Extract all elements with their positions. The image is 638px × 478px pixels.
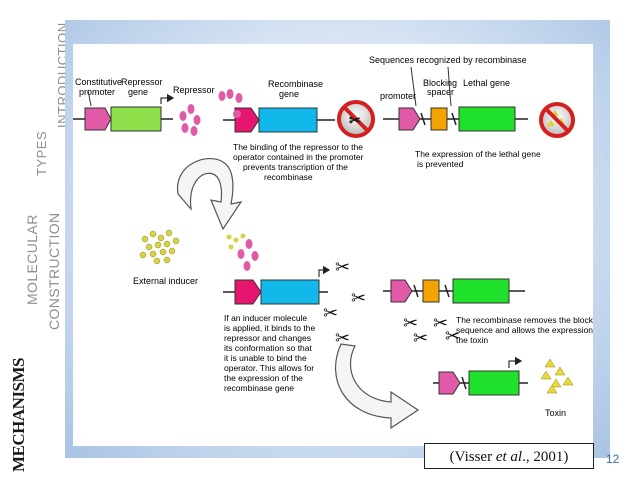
scissors-icon: ✂: [349, 112, 361, 128]
inducer-molecules: [139, 229, 180, 265]
label-promoter-2: promoter: [380, 91, 416, 101]
expression-text-1: The expression of the lethal gene: [415, 149, 541, 159]
label-repressor-gene-2: gene: [128, 87, 148, 97]
label-toxin: Toxin: [545, 408, 566, 418]
label-external-inducer: External inducer: [133, 276, 198, 286]
inducer-text-1: If an inducer molecule: [224, 313, 307, 323]
scissors-icon-7: ✂: [413, 328, 428, 348]
inducer-text-5: it is unable to bind the: [224, 353, 307, 363]
label-blocking: Blocking: [423, 78, 457, 88]
inducer-text-7: the expression of the: [224, 373, 303, 383]
nav-label-construction[interactable]: CONSTRUCTION: [46, 212, 62, 330]
label-promoter: promoter: [79, 87, 115, 97]
scissors-icon-2: ✂: [323, 303, 338, 323]
curved-arrow-top: [177, 158, 243, 231]
inducer-text-6: operator. This allows for: [224, 363, 314, 373]
bound-repressor: [233, 110, 241, 118]
scissors-icon-4: ✂: [335, 328, 350, 348]
inducer-text-3: repressor and changes: [224, 333, 311, 343]
recombinase-text-2: sequence and allows the expression of: [456, 325, 593, 335]
mechanism-diagram: Constitutive promoter Repressor gene Rep…: [73, 55, 605, 430]
nav-label-mechanisms[interactable]: MECHANISMS: [9, 357, 28, 472]
active-promoter-box: [234, 279, 262, 305]
pointer-seq-2: [447, 66, 452, 107]
repressor-molecules-2: [218, 89, 243, 103]
promoter-box-4: [438, 371, 461, 395]
label-repressor-gene-1: Repressor: [121, 77, 163, 87]
scissors-icon-8: ✂: [445, 326, 460, 346]
lethal-gene-box: [458, 106, 516, 132]
inducer-text-8: recombinase gene: [224, 383, 294, 393]
construct-bottom-right: ✂ ✂ ✂ ✂ The recombinase removes the bloc…: [383, 278, 605, 348]
recognition-site-5: [461, 376, 467, 390]
toxin-gene-box: [468, 370, 520, 396]
scissors-icon-6: ✂: [433, 313, 448, 333]
recombinase-gene-box-2: [260, 279, 320, 305]
page-number: 12: [606, 452, 620, 466]
label-recombinase-gene: gene: [279, 89, 299, 99]
no-recombinase-sign: ✂: [337, 100, 375, 138]
scissors-icon-5: ✂: [403, 313, 418, 333]
recognition-site-3: [413, 284, 419, 298]
promoter-box-3: [390, 279, 413, 303]
repressor-molecules: [179, 104, 201, 136]
expression-text-2: is prevented: [417, 159, 464, 169]
transcription-arrow-2: [318, 265, 331, 277]
construct-top-left: Constitutive promoter Repressor gene Rep…: [73, 77, 375, 182]
transcription-arrow-1: [160, 93, 175, 104]
recognition-site-1: [420, 112, 426, 126]
mechanism-figure: Constitutive promoter Repressor gene Rep…: [73, 44, 605, 446]
blocking-spacer-box-2: [422, 279, 440, 303]
label-lethal-gene: Lethal gene: [463, 78, 510, 88]
binding-text-4: recombinase: [264, 172, 313, 182]
label-spacer: spacer: [427, 87, 454, 97]
recombinase-gene-box: [258, 107, 318, 133]
citation-box: (Visser et al., 2001): [424, 443, 594, 469]
label-sequences: Sequences recognized by recombinase: [369, 55, 527, 65]
construct-bottom-left: ✂ ✂ ✂ ✂ If an inducer molecule is applie…: [223, 257, 366, 393]
inducer-repressor-complex: [226, 233, 259, 271]
scissors-icon-1: ✂: [335, 257, 350, 277]
recombinase-text-3: the toxin: [456, 335, 488, 345]
recognition-site-4: [444, 284, 450, 298]
nav-label-molecular[interactable]: MOLECULAR: [24, 214, 40, 305]
no-toxin-sign: [539, 102, 575, 138]
construct-top-right: Sequences recognized by recombinase prom…: [369, 55, 575, 169]
toxin-molecules: [540, 358, 574, 394]
citation-italic: et al: [495, 449, 523, 465]
curved-arrow-bottom: [334, 343, 420, 430]
recombinase-text-1: The recombinase removes the blocking: [456, 315, 593, 325]
label-repressor: Repressor: [173, 85, 215, 95]
construct-final: Toxin: [433, 356, 574, 418]
scissors-icon-3: ✂: [351, 288, 366, 308]
transcription-arrow-3: [508, 356, 523, 368]
inducer-text-4: its conformation so that: [224, 343, 313, 353]
nav-label-types[interactable]: TYPES: [34, 130, 49, 176]
binding-text-3: prevents transcription of the: [243, 162, 348, 172]
promoter-box-2: [398, 107, 421, 131]
label-recombinase: Recombinase: [268, 79, 323, 89]
citation-pre: (Visser: [449, 449, 496, 465]
inducer-text-2: is applied, it binds to the: [224, 323, 315, 333]
pointer-promoter: [87, 89, 92, 107]
lethal-gene-box-2: [452, 278, 510, 304]
recognition-site-2: [451, 112, 457, 126]
blocking-spacer-box: [430, 107, 448, 131]
binding-text-1: The binding of the repressor to the: [233, 142, 363, 152]
label-constitutive: Constitutive: [75, 77, 122, 87]
citation-post: ., 2001): [522, 449, 569, 465]
constitutive-promoter-box: [84, 107, 112, 131]
binding-text-2: operator contained in the promoter: [233, 152, 364, 162]
repressor-gene-box: [110, 106, 162, 132]
pointer-seq-1: [410, 66, 417, 107]
